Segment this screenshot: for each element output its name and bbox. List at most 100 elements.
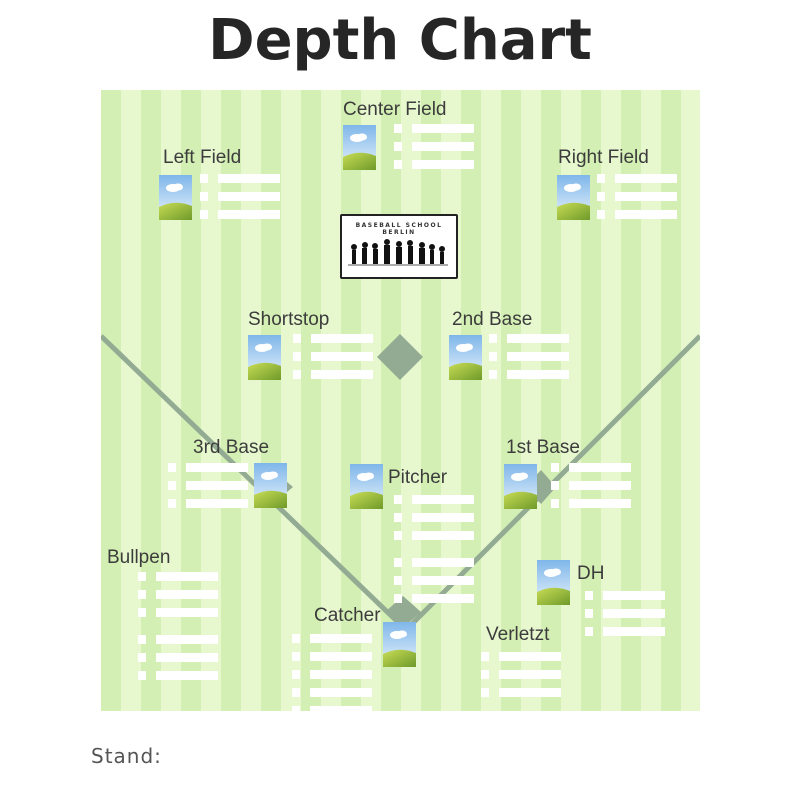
player-name-field[interactable] xyxy=(412,124,474,133)
player-name-field[interactable] xyxy=(569,463,631,472)
slot-bullet-icon xyxy=(292,706,300,711)
player-name-field[interactable] xyxy=(507,352,569,361)
player-name-field[interactable] xyxy=(615,192,677,201)
player-name-field[interactable] xyxy=(186,481,248,490)
slot-bullet-icon xyxy=(293,334,301,343)
logo-line-1: BASEBALL SCHOOL xyxy=(355,222,443,229)
position-label-right-field: Right Field xyxy=(558,147,649,168)
player-name-field[interactable] xyxy=(156,671,218,680)
player-name-field[interactable] xyxy=(603,591,665,600)
slot-bullet-icon xyxy=(168,481,176,490)
position-label-1st-base: 1st Base xyxy=(506,437,580,458)
slot-bullet-icon xyxy=(489,370,497,379)
slot-bullet-icon xyxy=(138,590,146,599)
position-label-3rd-base: 3rd Base xyxy=(193,437,270,458)
player-name-field[interactable] xyxy=(507,370,569,379)
player-name-field[interactable] xyxy=(412,531,474,540)
player-name-field[interactable] xyxy=(603,609,665,618)
slot-bullet-icon xyxy=(489,352,497,361)
slot-bullet-icon xyxy=(293,352,301,361)
second-base-icon xyxy=(377,334,423,380)
slot-bullet-icon xyxy=(168,463,176,472)
player-name-field[interactable] xyxy=(603,627,665,636)
player-name-field[interactable] xyxy=(186,499,248,508)
player-name-field[interactable] xyxy=(569,481,631,490)
slot-bullet-icon xyxy=(394,558,402,567)
player-name-field[interactable] xyxy=(311,352,373,361)
player-name-field[interactable] xyxy=(156,590,218,599)
left-field-player-photo-icon[interactable] xyxy=(159,175,192,220)
player-name-field[interactable] xyxy=(499,670,561,679)
player-name-field[interactable] xyxy=(412,160,474,169)
player-name-field[interactable] xyxy=(310,706,372,711)
slot-bullet-icon xyxy=(597,210,605,219)
player-name-field[interactable] xyxy=(499,652,561,661)
player-name-field[interactable] xyxy=(310,670,372,679)
player-name-field[interactable] xyxy=(218,174,280,183)
slot-bullet-icon xyxy=(200,174,208,183)
player-name-field[interactable] xyxy=(412,558,474,567)
school-logo: BASEBALL SCHOOL BERLIN xyxy=(340,214,458,279)
position-label-dh: DH xyxy=(577,563,605,584)
slot-bullet-icon xyxy=(551,499,559,508)
slot-bullet-icon xyxy=(481,688,489,697)
player-name-field[interactable] xyxy=(412,495,474,504)
player-name-field[interactable] xyxy=(311,370,373,379)
slot-bullet-icon xyxy=(585,609,593,618)
position-label-2nd-base: 2nd Base xyxy=(452,309,533,330)
slot-bullet-icon xyxy=(394,160,402,169)
player-name-field[interactable] xyxy=(569,499,631,508)
player-name-field[interactable] xyxy=(218,192,280,201)
shortstop-player-photo-icon[interactable] xyxy=(248,335,281,380)
slot-bullet-icon xyxy=(292,670,300,679)
slot-bullet-icon xyxy=(394,495,402,504)
slot-bullet-icon xyxy=(394,531,402,540)
position-label-pitcher: Pitcher xyxy=(388,467,448,488)
slot-bullet-icon xyxy=(138,572,146,581)
slot-bullet-icon xyxy=(597,192,605,201)
2nd-base-player-photo-icon[interactable] xyxy=(449,335,482,380)
slot-bullet-icon xyxy=(200,192,208,201)
right-field-player-photo-icon[interactable] xyxy=(557,175,590,220)
player-name-field[interactable] xyxy=(310,634,372,643)
slot-bullet-icon xyxy=(394,576,402,585)
player-name-field[interactable] xyxy=(412,594,474,603)
player-name-field[interactable] xyxy=(412,142,474,151)
slot-bullet-icon xyxy=(292,688,300,697)
slot-bullet-icon xyxy=(138,671,146,680)
player-name-field[interactable] xyxy=(615,210,677,219)
position-label-verletzt: Verletzt xyxy=(486,624,550,645)
player-name-field[interactable] xyxy=(218,210,280,219)
slot-bullet-icon xyxy=(138,653,146,662)
slot-bullet-icon xyxy=(138,635,146,644)
center-field-player-photo-icon[interactable] xyxy=(343,125,376,170)
position-label-bullpen: Bullpen xyxy=(107,547,171,568)
player-name-field[interactable] xyxy=(186,463,248,472)
player-name-field[interactable] xyxy=(507,334,569,343)
pitcher-player-photo-icon[interactable] xyxy=(350,464,383,509)
player-name-field[interactable] xyxy=(156,653,218,662)
player-name-field[interactable] xyxy=(615,174,677,183)
slot-bullet-icon xyxy=(394,594,402,603)
position-label-left-field: Left Field xyxy=(163,147,242,168)
player-name-field[interactable] xyxy=(310,652,372,661)
player-name-field[interactable] xyxy=(499,688,561,697)
player-name-field[interactable] xyxy=(156,608,218,617)
player-name-field[interactable] xyxy=(412,576,474,585)
dh-player-photo-icon[interactable] xyxy=(537,560,570,605)
1st-base-player-photo-icon[interactable] xyxy=(504,464,537,509)
player-name-field[interactable] xyxy=(412,513,474,522)
position-label-center-field: Center Field xyxy=(343,99,447,120)
player-name-field[interactable] xyxy=(156,635,218,644)
3rd-base-player-photo-icon[interactable] xyxy=(254,463,287,508)
player-name-field[interactable] xyxy=(156,572,218,581)
slot-bullet-icon xyxy=(394,513,402,522)
catcher-player-photo-icon[interactable] xyxy=(383,622,416,667)
slot-bullet-icon xyxy=(585,591,593,600)
player-name-field[interactable] xyxy=(311,334,373,343)
slot-bullet-icon xyxy=(394,124,402,133)
player-name-field[interactable] xyxy=(310,688,372,697)
slot-bullet-icon xyxy=(138,608,146,617)
home-plate-icon xyxy=(385,596,421,628)
